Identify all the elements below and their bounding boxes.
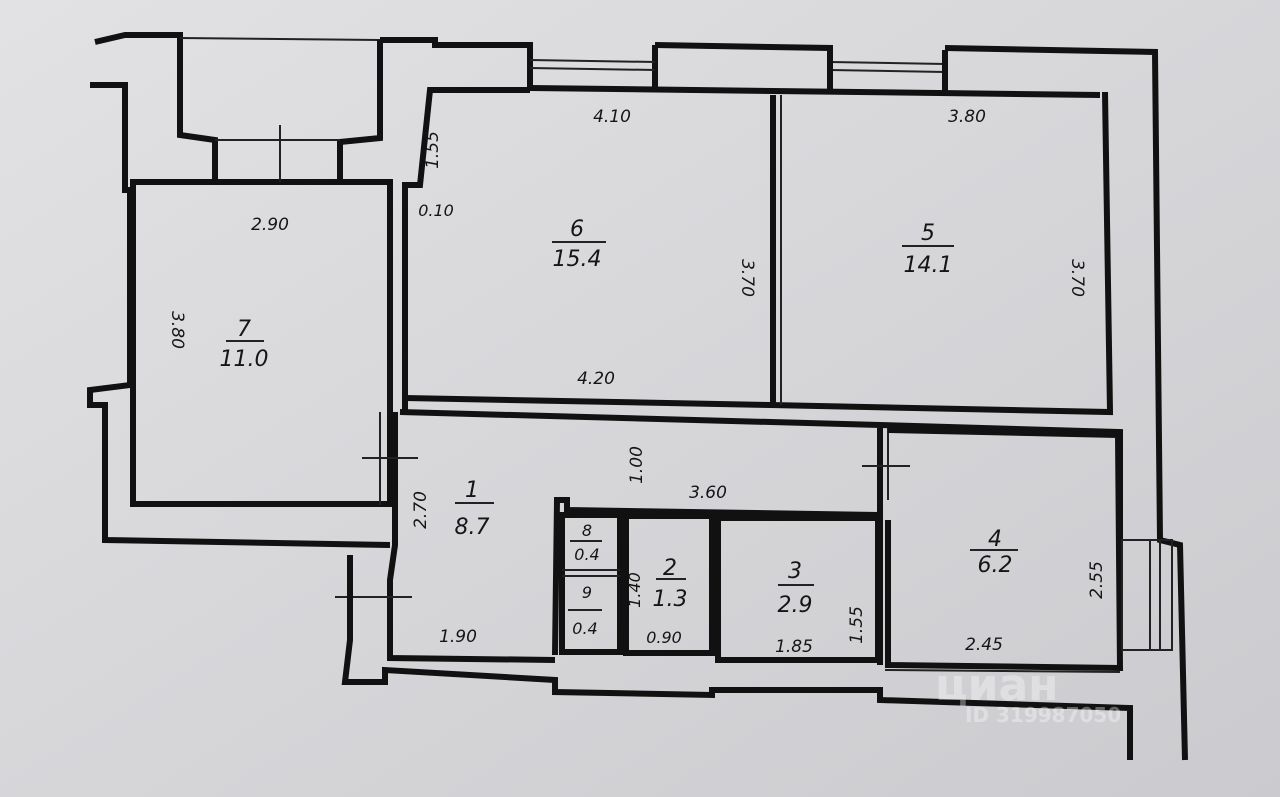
svg-text:8.7: 8.7 xyxy=(455,515,490,540)
svg-text:2.9: 2.9 xyxy=(778,593,813,618)
svg-text:0.10: 0.10 xyxy=(418,201,454,220)
svg-text:0.90: 0.90 xyxy=(646,628,682,647)
room-1-label: 18.7 xyxy=(455,478,494,540)
room-3-label: 32.9 xyxy=(778,559,814,618)
svg-text:3.70: 3.70 xyxy=(1067,259,1087,297)
svg-text:1.40: 1.40 xyxy=(625,572,644,608)
svg-text:2.45: 2.45 xyxy=(965,635,1003,655)
svg-text:5: 5 xyxy=(921,221,935,246)
room-2-outline xyxy=(623,513,715,656)
svg-text:6: 6 xyxy=(570,217,584,242)
svg-text:2.55: 2.55 xyxy=(1087,561,1107,599)
svg-text:1.55: 1.55 xyxy=(423,131,443,169)
room-8-label: 80.4 xyxy=(570,521,602,564)
svg-text:1.85: 1.85 xyxy=(775,637,813,657)
svg-text:1.90: 1.90 xyxy=(439,627,477,647)
room-2-label: 21.3 xyxy=(653,556,688,612)
svg-text:3.60: 3.60 xyxy=(689,483,727,503)
svg-text:1.55: 1.55 xyxy=(847,606,867,644)
svg-text:3.80: 3.80 xyxy=(167,311,187,349)
walls xyxy=(87,32,1188,761)
svg-text:9: 9 xyxy=(582,583,592,602)
room-5-label: 514.1 xyxy=(902,221,954,278)
room-8-9-outline xyxy=(559,512,623,655)
svg-text:3.70: 3.70 xyxy=(737,259,757,297)
room-labels: 711.0 615.4 514.1 18.7 80.4 90.4 21.3 32… xyxy=(220,217,1018,638)
room-4-label: 46.2 xyxy=(970,527,1018,578)
svg-text:2.70: 2.70 xyxy=(411,491,431,529)
svg-text:4: 4 xyxy=(988,527,1002,552)
room-9-label: 90.4 xyxy=(568,583,602,638)
svg-text:0.4: 0.4 xyxy=(572,619,597,638)
svg-text:3: 3 xyxy=(788,559,802,584)
svg-text:15.4: 15.4 xyxy=(553,247,602,272)
svg-text:циан: циан xyxy=(935,660,1059,711)
svg-text:1: 1 xyxy=(465,478,479,503)
svg-text:4.20: 4.20 xyxy=(577,369,615,389)
svg-text:8: 8 xyxy=(582,521,592,540)
svg-text:7: 7 xyxy=(237,317,251,342)
svg-text:14.1: 14.1 xyxy=(904,253,953,278)
svg-text:2.90: 2.90 xyxy=(251,215,289,235)
svg-text:1.00: 1.00 xyxy=(627,446,647,484)
room-6-label: 615.4 xyxy=(552,217,606,272)
svg-text:0.4: 0.4 xyxy=(574,545,599,564)
room-7-outline xyxy=(130,179,393,507)
svg-text:6.2: 6.2 xyxy=(978,553,1013,578)
svg-text:ID 319987050: ID 319987050 xyxy=(965,703,1121,727)
dimensions: 4.10 4.20 3.70 1.55 0.10 3.80 3.70 2.90 … xyxy=(167,107,1107,657)
room-7-label: 711.0 xyxy=(220,317,269,372)
svg-text:4.10: 4.10 xyxy=(593,107,631,127)
svg-text:11.0: 11.0 xyxy=(220,347,269,372)
svg-text:3.80: 3.80 xyxy=(948,107,986,127)
svg-text:2: 2 xyxy=(663,556,677,581)
watermark: циан ID 319987050 xyxy=(935,660,1121,727)
svg-text:1.3: 1.3 xyxy=(653,587,688,612)
